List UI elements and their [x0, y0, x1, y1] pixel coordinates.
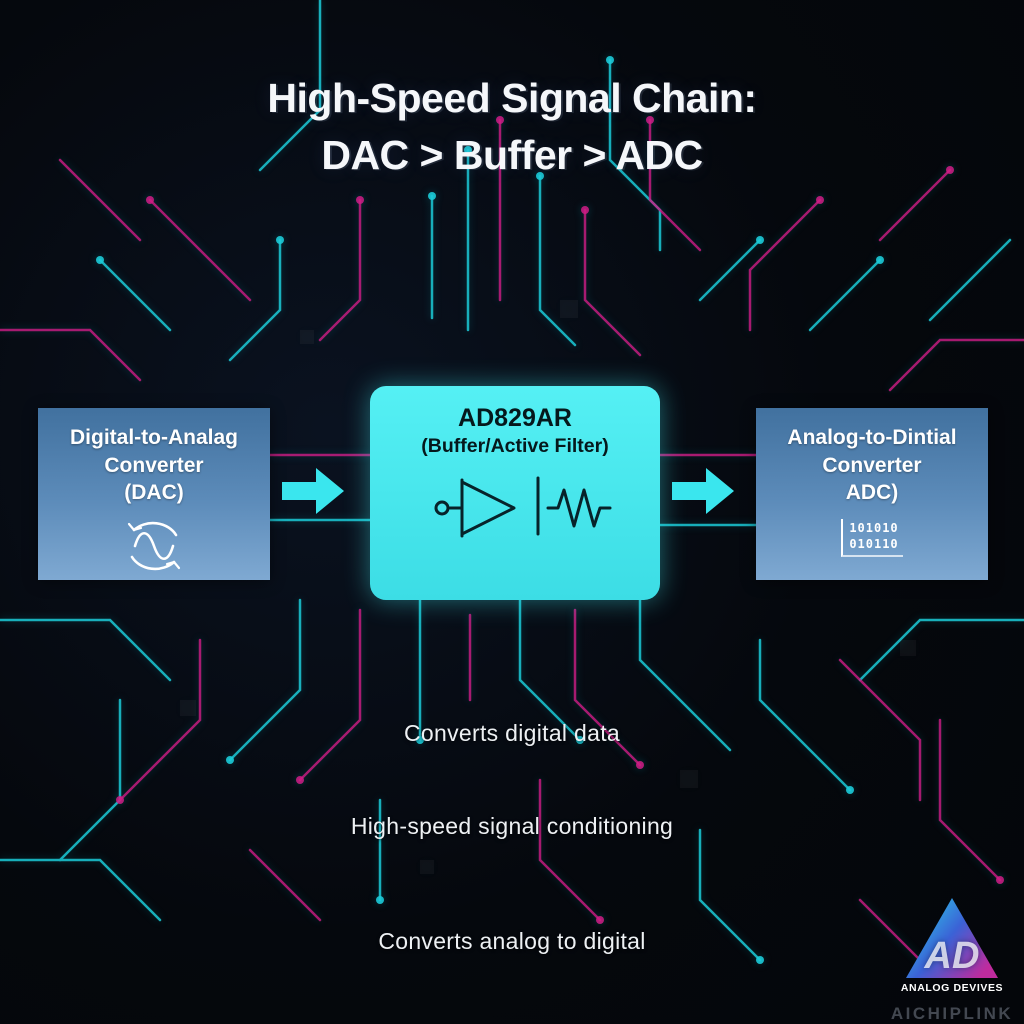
- adc-binary-row1: 101010: [849, 521, 899, 536]
- page-title-line1: High-Speed Signal Chain:: [267, 75, 757, 121]
- adc-label-line2: Converter: [822, 453, 922, 477]
- logo-triangle-icon: AD: [906, 898, 998, 978]
- opamp-and-waveform-icon: [370, 468, 660, 561]
- buffer-label: (Buffer/Active Filter): [421, 435, 609, 457]
- buffer-block: AD829AR (Buffer/Active Filter): [370, 386, 660, 600]
- adc-label-line3: ADC): [845, 481, 899, 505]
- brand-name-text: ANALOG DEVIVES: [900, 982, 1004, 994]
- arrow-buffer-to-adc: [672, 468, 734, 519]
- page-title-line2: DAC > Buffer > ADC: [321, 131, 703, 178]
- dac-label-line2: Converter: [104, 453, 204, 477]
- analog-devices-logo: AD AICHIPLINK ANALOG DEVIVES: [886, 898, 1018, 1023]
- adc-binary-bits-icon: 101010 010110: [841, 519, 903, 558]
- dac-block: Digital-to-Analag Converter (DAC): [38, 408, 270, 580]
- buffer-part-number: AD829AR: [458, 404, 572, 432]
- dac-label-line3: (DAC): [124, 481, 184, 505]
- caption-adc: Converts analog to digital: [378, 928, 646, 954]
- adc-binary-row2: 010110: [849, 536, 899, 551]
- caption-buffer: High-speed signal conditioning: [350, 813, 674, 839]
- adc-label-line1: Analog-to-Dintial: [787, 426, 957, 449]
- caption-dac: Converts digital data: [404, 720, 620, 746]
- logo-letters: AD: [924, 935, 980, 977]
- adc-block: Analog-to-Dintial Converter ADC) 101010 …: [756, 408, 988, 580]
- watermark-text: AICHIPLINK: [890, 1004, 1014, 1023]
- arrow-dac-to-buffer: [282, 468, 344, 519]
- page-title: High-Speed Signal Chain: DAC > Buffer > …: [0, 70, 1024, 183]
- dac-sine-cycle-icon: [38, 517, 270, 580]
- dac-label-line1: Digital-to-Analag: [70, 426, 238, 449]
